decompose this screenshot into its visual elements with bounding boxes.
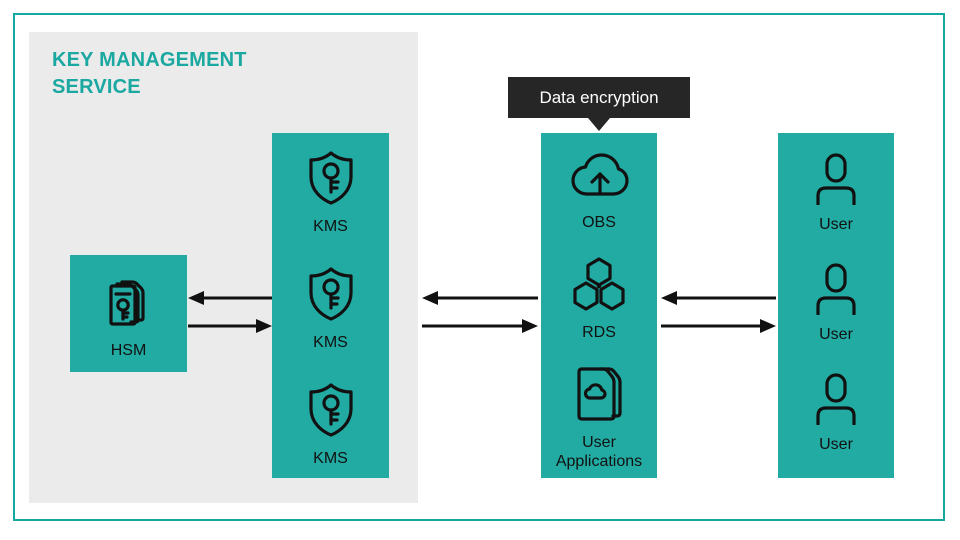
connector-services-to-users — [659, 288, 778, 341]
services-column[interactable]: OBS RDS — [541, 133, 657, 478]
kms-label-1: KMS — [313, 218, 348, 235]
shield-key-icon — [303, 379, 359, 444]
hsm-cell: HSM — [70, 273, 187, 360]
user-icon — [810, 261, 862, 320]
tooltip-label: Data encryption — [539, 87, 659, 107]
user-cell-3[interactable]: User — [778, 371, 894, 454]
user-icon — [810, 151, 862, 210]
kms-cell-1[interactable]: KMS — [272, 147, 389, 236]
document-cloud-icon — [572, 365, 626, 428]
hsm-label: HSM — [110, 342, 147, 359]
user-cell-1[interactable]: User — [778, 151, 894, 234]
hexagons-icon — [570, 255, 628, 318]
kms-column[interactable]: KMS KMS — [272, 133, 389, 478]
connector-hsm-to-kms — [186, 288, 274, 341]
kms-label-2: KMS — [313, 334, 348, 351]
hsm-block[interactable]: HSM — [70, 255, 187, 372]
user-applications-cell[interactable]: User Applications — [541, 365, 657, 471]
data-encryption-tooltip: Data encryption — [508, 77, 690, 118]
connector-kms-to-services — [420, 288, 540, 341]
kms-cell-2[interactable]: KMS — [272, 263, 389, 352]
key-cards-icon — [100, 273, 158, 336]
shield-key-icon — [303, 147, 359, 212]
kms-label-3: KMS — [313, 450, 348, 467]
rds-label: RDS — [582, 324, 616, 341]
user-applications-label: User Applications — [555, 434, 643, 470]
user-label-1: User — [819, 216, 853, 233]
shield-key-icon — [303, 263, 359, 328]
user-label-3: User — [819, 436, 853, 453]
user-icon — [810, 371, 862, 430]
obs-label: OBS — [582, 214, 616, 231]
panel-title: KEY MANAGEMENT SERVICE — [52, 49, 247, 98]
tooltip-pointer — [588, 118, 610, 131]
kms-cell-3[interactable]: KMS — [272, 379, 389, 468]
obs-cell[interactable]: OBS — [541, 151, 657, 232]
users-column[interactable]: User User — [778, 133, 894, 478]
user-cell-2[interactable]: User — [778, 261, 894, 344]
user-label-2: User — [819, 326, 853, 343]
rds-cell[interactable]: RDS — [541, 255, 657, 342]
cloud-upload-icon — [568, 151, 630, 208]
